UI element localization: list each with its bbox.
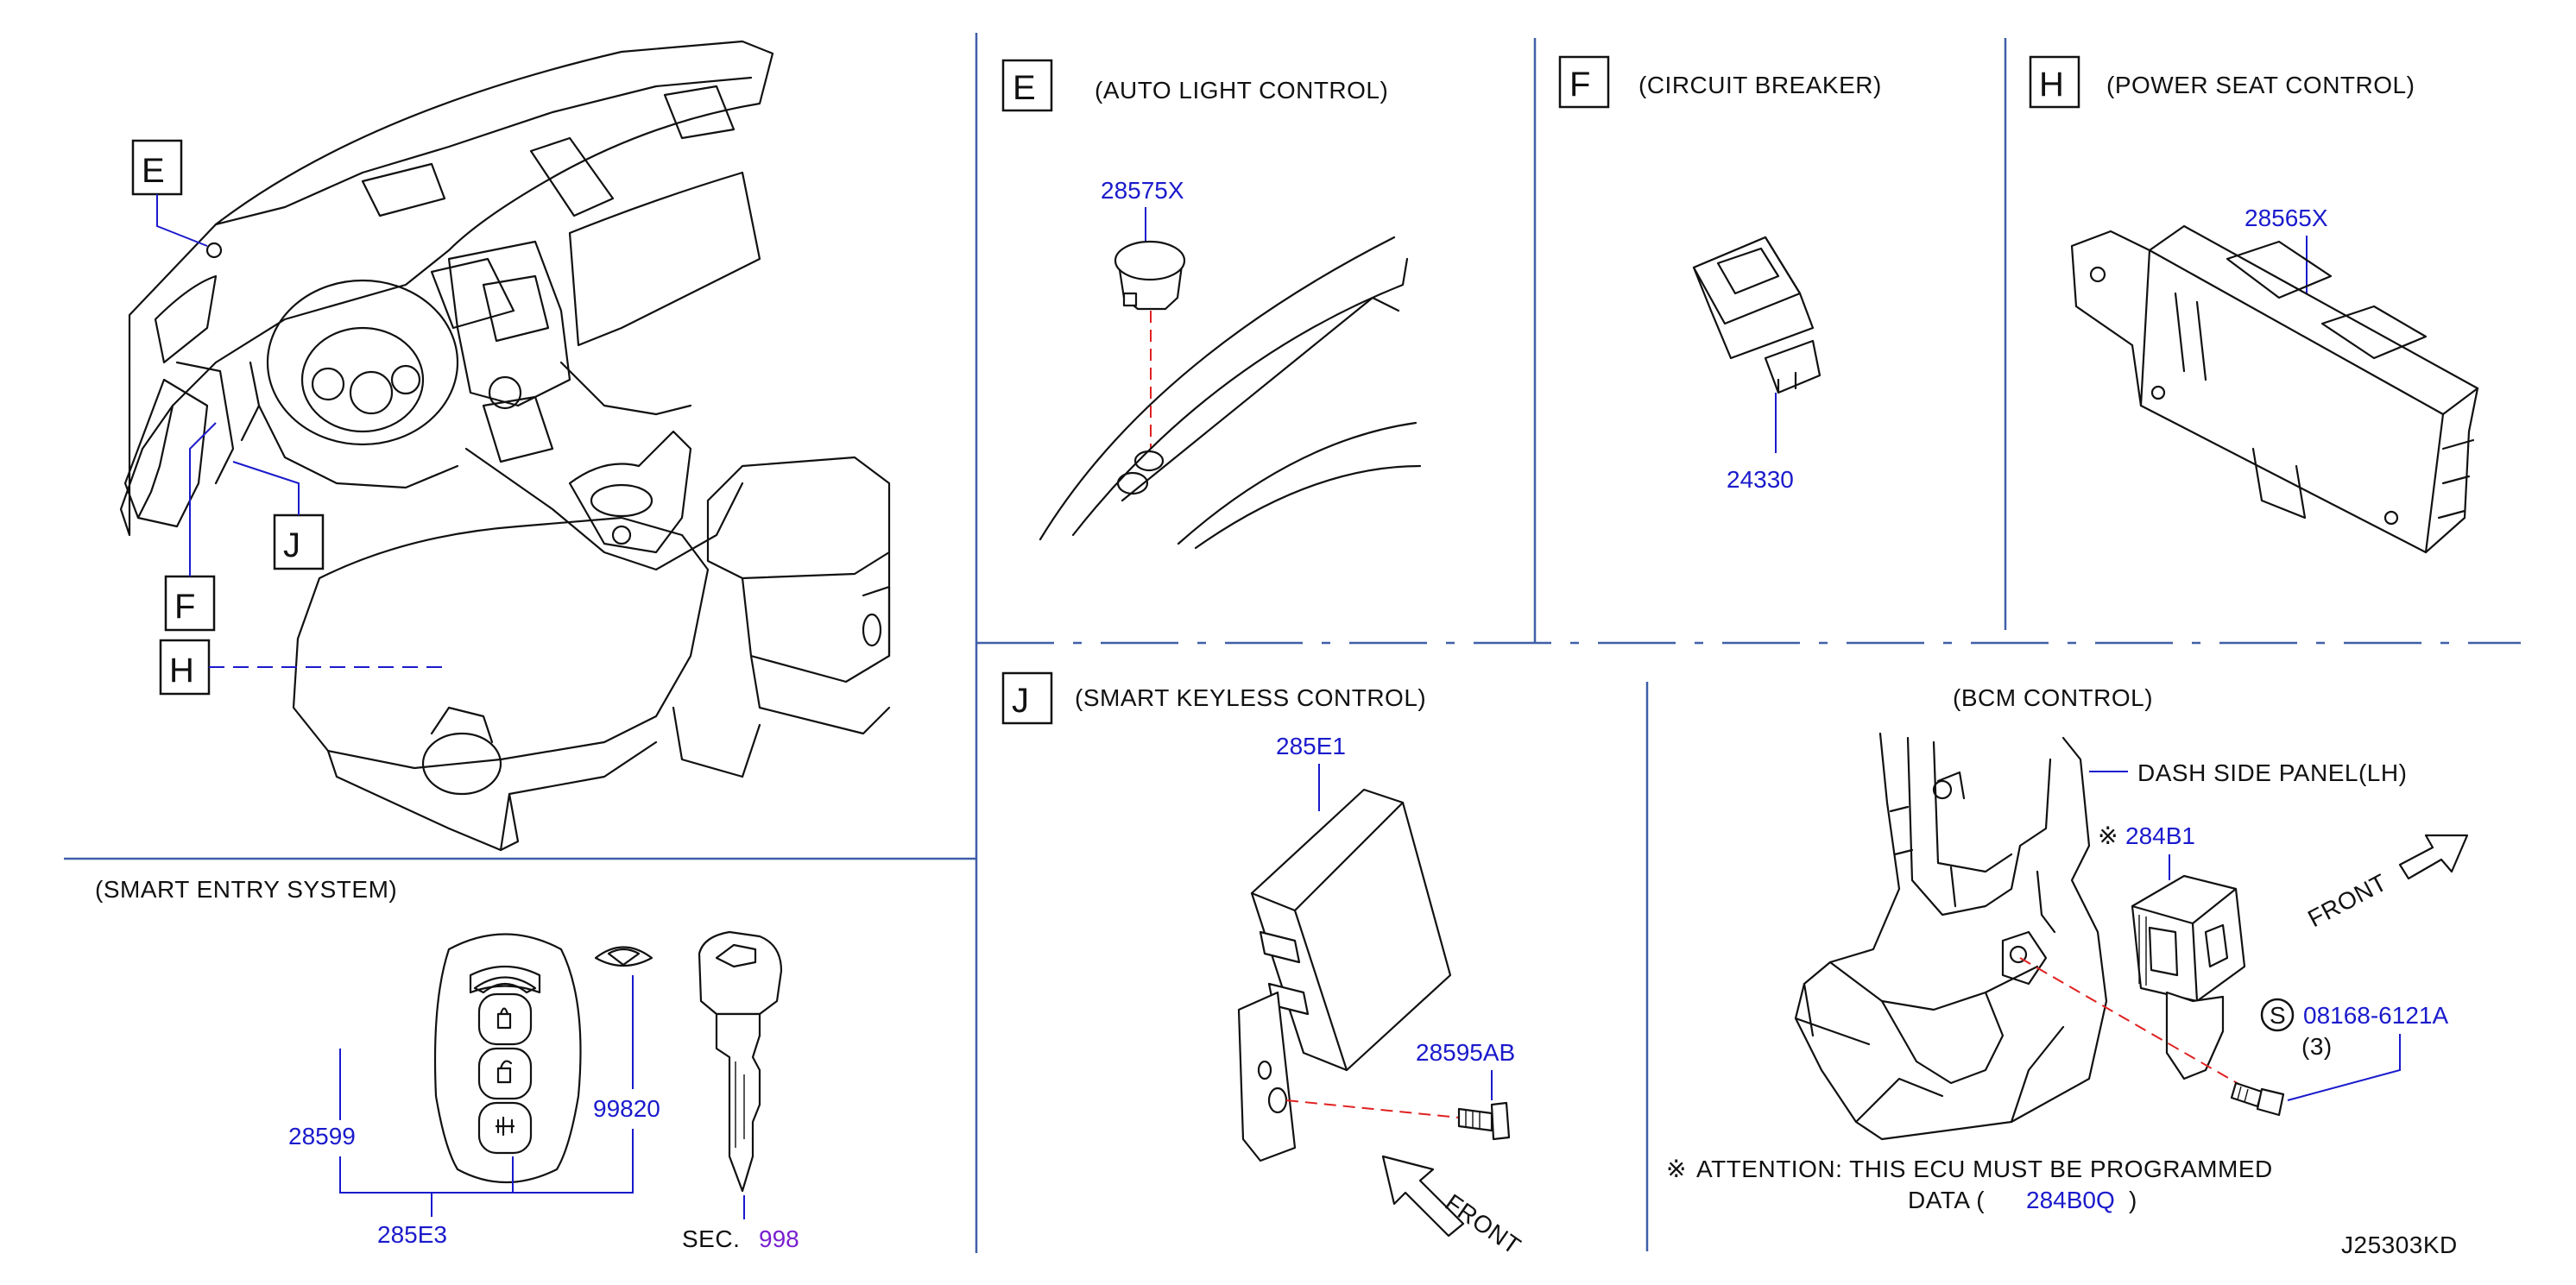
section-separators [64,33,2521,1253]
section-J-letter: J [1012,682,1029,720]
bcm-front-arrow [2398,834,2469,880]
part-285E1: 285E1 [1276,733,1346,759]
section-smart-keyless-control: J (SMART KEYLESS CONTROL) 285E1 28595AB … [1001,671,1525,1260]
dash-side-panel [1794,732,2108,1141]
smart-keyless-bolt [1457,1101,1511,1141]
auto-light-sensor [1114,240,1186,311]
power-seat-control-unit [2070,224,2479,554]
part-284B1: 284B1 [2125,822,2195,849]
bcm-bolt [2230,1081,2285,1117]
callout-box-J [273,513,325,570]
section-E-box [1001,59,1053,112]
dash-side-panel-label: DASH SIDE PANEL(LH) [2137,759,2407,786]
callout-label-H: H [169,652,194,690]
callout-label-F: F [174,588,195,626]
attention-line-2-start: DATA ( [1908,1187,1985,1213]
part-99820: 99820 [593,1095,660,1122]
bcm-bolt-qty: (3) [2301,1033,2333,1060]
attention-line-2-end: ) [2129,1187,2137,1213]
part-28565X: 28565X [2245,205,2328,231]
part-285E3: 285E3 [377,1221,447,1248]
section-bcm-control: (BCM CONTROL) DASH SIDE PANEL(LH) ※ 284B… [1666,684,2469,1213]
part-24330: 24330 [1727,466,1794,493]
circuit-breaker-part [1692,236,1822,394]
power-seat-title: (POWER SEAT CONTROL) [2106,72,2415,98]
sec-label: SEC. [682,1225,740,1252]
bcm-part-mark: ※ [2098,822,2118,849]
section-H-box [2029,55,2080,109]
section-J-box [1001,671,1053,725]
bcm-unit [2131,874,2246,1080]
part-08168-6121A: 08168-6121A [2303,1002,2448,1029]
bcm-front-label: FRONT [2303,868,2391,932]
smart-keyless-front-arrow [1381,1155,1465,1238]
dashboard-overview-illustration [119,40,891,852]
bcm-bolt-symbol: S [2270,1002,2286,1029]
smart-keyless-control-unit [1237,788,1452,1162]
section-auto-light-control: E (AUTO LIGHT CONTROL) 28575X [1001,59,1422,550]
smart-entry-title: (SMART ENTRY SYSTEM) [95,876,397,903]
section-power-seat-control: H (POWER SEAT CONTROL) 28565X [2029,55,2479,554]
remote-key-fob [433,933,582,1184]
attention-line-1: ATTENTION: THIS ECU MUST BE PROGRAMMED [1696,1156,2273,1182]
diagram-code: J25303KD [2341,1231,2458,1258]
overview-callouts: E J F H [131,139,449,696]
section-smart-entry-system: (SMART ENTRY SYSTEM) [95,876,799,1252]
emblem-99820 [594,946,653,967]
callout-label-E: E [142,152,165,190]
mechanical-key [698,930,783,1193]
section-E-letter: E [1013,69,1036,107]
circuit-breaker-title: (CIRCUIT BREAKER) [1638,72,1882,98]
smart-keyless-title: (SMART KEYLESS CONTROL) [1075,684,1426,711]
callout-box-E [131,139,183,196]
part-28595AB: 28595AB [1416,1039,1515,1066]
callout-box-H [159,639,211,696]
section-H-letter: H [2039,66,2064,104]
part-28599: 28599 [288,1123,356,1150]
bcm-bolt-symbol-circle [2260,998,2295,1032]
bcm-title: (BCM CONTROL) [1953,684,2153,711]
part-28575X: 28575X [1101,177,1184,204]
callout-label-J: J [283,526,300,564]
section-circuit-breaker: F (CIRCUIT BREAKER) 24330 [1558,55,1882,493]
attention-mark: ※ [1666,1156,1687,1182]
attention-part-284B0Q: 284B0Q [2026,1187,2115,1213]
auto-light-title: (AUTO LIGHT CONTROL) [1095,77,1388,104]
sec-number-998: 998 [759,1225,799,1252]
section-F-letter: F [1569,66,1590,104]
section-F-box [1558,55,1610,109]
